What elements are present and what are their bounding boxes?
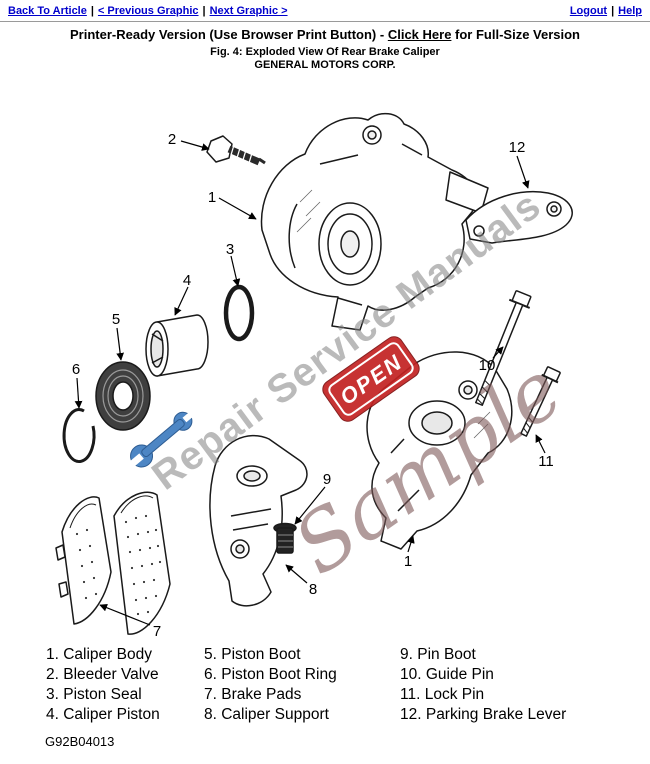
- callout-label-8: 8: [309, 581, 317, 598]
- page-title: Printer-Ready Version (Use Browser Print…: [0, 27, 650, 42]
- separator: |: [90, 5, 94, 17]
- piston-boot-part: [95, 361, 151, 431]
- callout-label-3: 3: [226, 241, 234, 258]
- callout-label-12: 12: [509, 139, 526, 156]
- legend-column-2: 5. Piston Boot 6. Piston Boot Ring 7. Br…: [204, 645, 400, 725]
- callout-label-10: 10: [479, 357, 496, 374]
- nav-left-group: Back To Article|< Previous Graphic|Next …: [8, 5, 288, 17]
- callout-label-11: 11: [538, 453, 554, 470]
- caliper-body-part: [260, 112, 489, 331]
- figure-caption: Fig. 4: Exploded View Of Rear Brake Cali…: [210, 46, 440, 58]
- callout-label-1: 1: [208, 189, 216, 206]
- parts-legend: 1. Caliper Body 2. Bleeder Valve 3. Pist…: [0, 645, 650, 725]
- printer-ready-text: Printer-Ready Version (Use Browser Print…: [69, 27, 388, 42]
- diagram-area: 2 1 12 3 4 5 6 10 11 9 7 8 1 Repair Serv…: [0, 87, 650, 643]
- manufacturer-name: GENERAL MOTORS CORP.: [254, 59, 396, 71]
- exploded-view-drawing: 2 1 12 3 4 5 6 10 11 9 7 8 1 Repair Serv…: [55, 112, 579, 640]
- parts-layer: [55, 112, 573, 635]
- legend-item: 1. Caliper Body: [46, 646, 152, 663]
- header-divider: [0, 21, 650, 22]
- legend-item: 2. Bleeder Valve: [46, 666, 159, 683]
- nav-right-group: Logout|Help: [570, 5, 642, 17]
- parking-brake-lever-part: [465, 191, 573, 244]
- piston-seal-part: [223, 284, 255, 342]
- legend-item: 5. Piston Boot: [204, 646, 301, 663]
- brake-pads-part: [55, 491, 171, 635]
- back-to-article-link[interactable]: Back To Article: [8, 5, 87, 17]
- callout-label-7: 7: [153, 623, 161, 640]
- legend-item: 7. Brake Pads: [204, 686, 302, 703]
- legend-item: 11. Lock Pin: [400, 686, 485, 703]
- piston-boot-ring-part: [62, 408, 96, 464]
- lock-pin-part: [520, 366, 561, 437]
- legend-item: 10. Guide Pin: [400, 666, 494, 683]
- top-navigation: Back To Article|< Previous Graphic|Next …: [0, 0, 650, 21]
- legend-item: 8. Caliper Support: [204, 706, 329, 723]
- bleeder-valve-part: [206, 135, 266, 166]
- legend-column-3: 9. Pin Boot 10. Guide Pin 11. Lock Pin 1…: [400, 645, 650, 725]
- full-size-suffix-text: for Full-Size Version: [451, 27, 580, 42]
- callout-leader-lines: [74, 140, 546, 626]
- next-graphic-link[interactable]: Next Graphic >: [209, 5, 288, 17]
- caliper-piston-part: [145, 314, 209, 377]
- help-link[interactable]: Help: [618, 5, 642, 17]
- callout-label-4: 4: [183, 272, 191, 289]
- callout-labels: 2 1 12 3 4 5 6 10 11 9 7 8 1: [72, 131, 554, 640]
- legend-item: 12. Parking Brake Lever: [400, 706, 567, 723]
- callout-label-9: 9: [323, 471, 331, 488]
- callout-label-5: 5: [112, 311, 120, 328]
- legend-item: 6. Piston Boot Ring: [204, 666, 337, 683]
- separator: |: [611, 5, 615, 17]
- caliper-assembly-part: [366, 351, 513, 550]
- caliper-support-part: [209, 434, 308, 607]
- full-size-version-link[interactable]: Click Here: [387, 27, 452, 42]
- callout-label-1b: 1: [404, 553, 412, 570]
- logout-link[interactable]: Logout: [569, 5, 608, 17]
- figure-id: G92B04013: [45, 734, 115, 749]
- callout-label-2: 2: [168, 131, 176, 148]
- legend-column-1: 1. Caliper Body 2. Bleeder Valve 3. Pist…: [46, 645, 204, 725]
- pin-boot-part: [273, 522, 297, 554]
- legend-item: 3. Piston Seal: [46, 686, 142, 703]
- legend-item: 9. Pin Boot: [400, 646, 476, 663]
- callout-label-6: 6: [72, 361, 80, 378]
- separator: |: [202, 5, 206, 17]
- wrench-icon: [128, 409, 196, 468]
- legend-item: 4. Caliper Piston: [46, 706, 160, 723]
- previous-graphic-link[interactable]: < Previous Graphic: [97, 5, 199, 17]
